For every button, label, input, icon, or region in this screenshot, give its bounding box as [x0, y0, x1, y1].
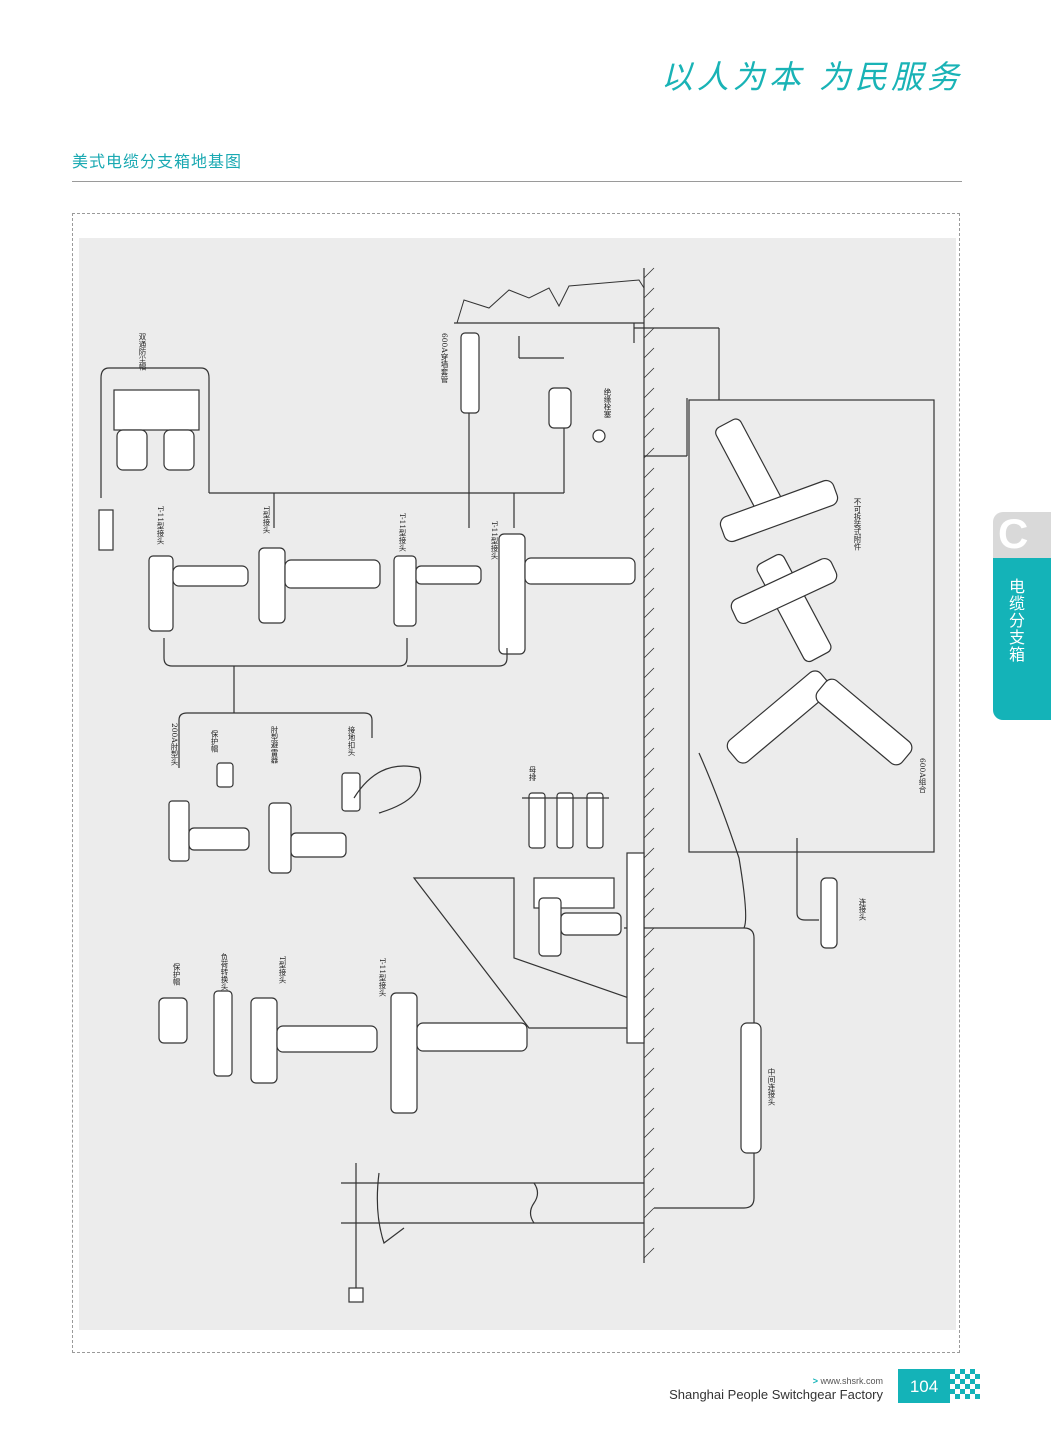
slogan-text: 以人为本 为民服务 — [660, 58, 963, 96]
label-insulating-plug: 绝缘栓塞 — [603, 388, 612, 418]
checker-pattern-icon — [950, 1369, 980, 1399]
label-ground-clamp: 接地扣头 — [347, 726, 356, 756]
footer-url[interactable]: > www.shsrk.com — [813, 1376, 883, 1386]
label-connector: 连接头 — [858, 898, 867, 921]
wall-hatching — [643, 267, 655, 1259]
label-bushing-600a: 600A穿墙套管 — [440, 333, 449, 383]
label-mid-joint: 中间连接头 — [767, 1068, 776, 1106]
title-divider — [72, 181, 962, 182]
label-t-connector: T型接头 — [262, 506, 271, 534]
label-elbow-arrester: 肘型避雷器 — [270, 726, 279, 764]
side-tab-text: 电缆分支箱 — [1006, 578, 1025, 663]
label-combo-600a: 600A组合 — [918, 758, 927, 793]
diagram-frame — [72, 213, 960, 1353]
side-tab — [993, 558, 1051, 720]
label-protect-cap-2: 保护帽 — [172, 963, 181, 986]
label-elbow-200a: 200A肘型头 — [170, 723, 179, 766]
label-dust-cap: 双通防尘帽 — [138, 333, 147, 371]
arrow-icon: > — [812, 1376, 818, 1386]
foundation-diagram: 双通防尘帽 600A穿墙套管 绝缘栓塞 T-11型接头 T型接头 T-11型接头… — [79, 238, 956, 1330]
footer-url-text[interactable]: www.shsrk.com — [820, 1376, 883, 1386]
page-number: 104 — [909, 1377, 939, 1396]
side-tab-letter-box — [993, 512, 1051, 558]
label-t11-3: T-11型接头 — [490, 521, 499, 560]
side-tab-letter: C — [998, 510, 1029, 557]
label-loadbreak: 负荷转换头 — [220, 953, 229, 991]
label-protect-cap-1: 保护帽 — [210, 730, 219, 753]
label-t11-4: T-11型接头 — [378, 958, 387, 997]
footer-company: Shanghai People Switchgear Factory — [669, 1387, 883, 1402]
label-t11-1: T-11型接头 — [156, 506, 165, 545]
label-nonremovable: 不可拆装式附件 — [853, 498, 862, 551]
page-number-box — [898, 1369, 950, 1403]
section-title: 美式电缆分支箱地基图 — [72, 152, 243, 171]
label-t11-2: T-11型接头 — [398, 513, 407, 552]
label-busbar: 母排 — [528, 766, 537, 781]
label-t-connector-2: T型接头 — [278, 956, 287, 984]
diagram-drawing — [98, 267, 935, 1303]
